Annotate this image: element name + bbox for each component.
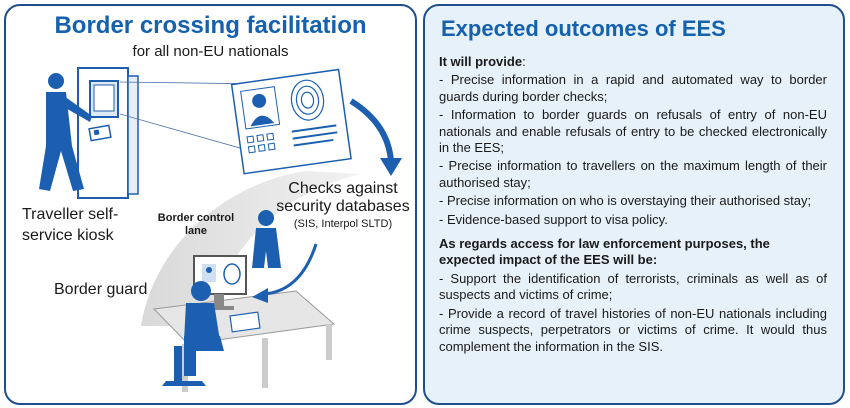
arrow-icon [349, 98, 394, 162]
fingerprint-icon [290, 79, 325, 121]
panel-subtitle: for all non-EU nationals [132, 43, 289, 60]
checks-sub-label: (SIS, Interpol SLTD) [293, 218, 393, 230]
checks-label: Checks against security databases [276, 180, 410, 215]
panel-title: Expected outcomes of EES [441, 16, 726, 41]
list-item: - Support the identification of terroris… [439, 270, 827, 303]
kiosk-label: Traveller self-service kiosk [22, 206, 119, 244]
seated-border-guard-icon [162, 281, 224, 386]
border-guard-label: Border guard [54, 281, 148, 298]
document-icon [230, 68, 352, 175]
border-guard-icon [252, 210, 281, 268]
expected-outcomes-panel: Expected outcomes of EES It will provide… [423, 4, 845, 405]
law-heading: As regards access for law enforcement pu… [439, 236, 770, 268]
border-crossing-illustration [39, 67, 402, 392]
list-item: - Precise information on who is overstay… [439, 193, 812, 209]
passport-card-icon [229, 311, 261, 333]
outcomes-body: It will provide: - Precise information i… [439, 54, 827, 355]
return-arrow-icon [263, 243, 318, 296]
lane-label: Border control lane [157, 212, 235, 237]
kiosk-icon [77, 67, 139, 199]
passport-card-icon [88, 124, 112, 142]
provide-heading-text: It will provide [439, 54, 523, 69]
list-item: - Precise information in a rapid and aut… [439, 72, 827, 104]
list-item: - Precise information to travellers on t… [439, 158, 827, 190]
list-item: - Provide a record of travel histories o… [439, 305, 827, 354]
list-item: - Information to border guards on refusa… [439, 107, 827, 156]
panel-title: Border crossing facilitation [54, 12, 367, 39]
list-item: - Evidence-based support to visa policy. [439, 211, 668, 227]
border-crossing-panel: Border crossing facilitation for all non… [4, 4, 417, 405]
law-heading-text: As regards access for law enforcement pu… [439, 236, 770, 268]
provide-heading: It will provide: [439, 54, 526, 69]
traveller-icon [39, 73, 92, 191]
